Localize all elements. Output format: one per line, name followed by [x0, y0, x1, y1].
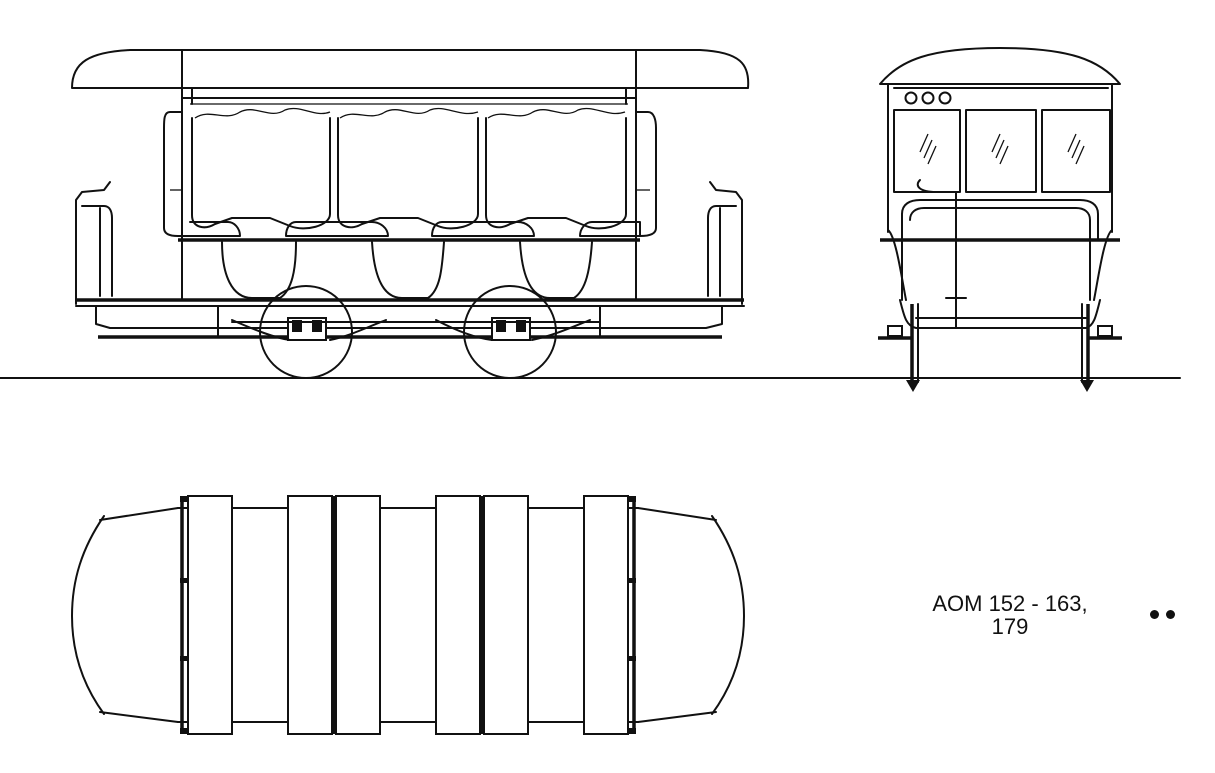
marker-dots — [1150, 610, 1182, 622]
plan-bench-5 — [483, 495, 529, 735]
plan-bench-3 — [335, 495, 381, 735]
side-roof — [71, 49, 750, 89]
vehicle-number-caption: AOM 152 - 163, 179 — [900, 592, 1120, 638]
caption-line-2: 179 — [991, 614, 1029, 639]
plan-bench-2 — [287, 495, 333, 735]
seat-back-3 — [485, 117, 627, 230]
plan-bench-4 — [435, 495, 481, 735]
end-elevation — [878, 47, 1122, 392]
plan-bench-1 — [187, 495, 233, 735]
end-window-3 — [1041, 109, 1111, 193]
plan-view — [71, 495, 745, 735]
seat-back-2 — [337, 117, 479, 230]
end-roof — [879, 47, 1121, 85]
plan-bench-6 — [583, 495, 629, 735]
end-window-2 — [965, 109, 1037, 193]
plan-platform-left — [71, 515, 105, 715]
plan-platform-right — [711, 515, 745, 715]
seat-back-1 — [191, 117, 331, 230]
marker-dot — [1166, 610, 1175, 619]
side-elevation — [71, 49, 750, 379]
marker-dot — [1150, 610, 1159, 619]
caption-line-1: AOM 152 - 163, — [932, 591, 1088, 616]
